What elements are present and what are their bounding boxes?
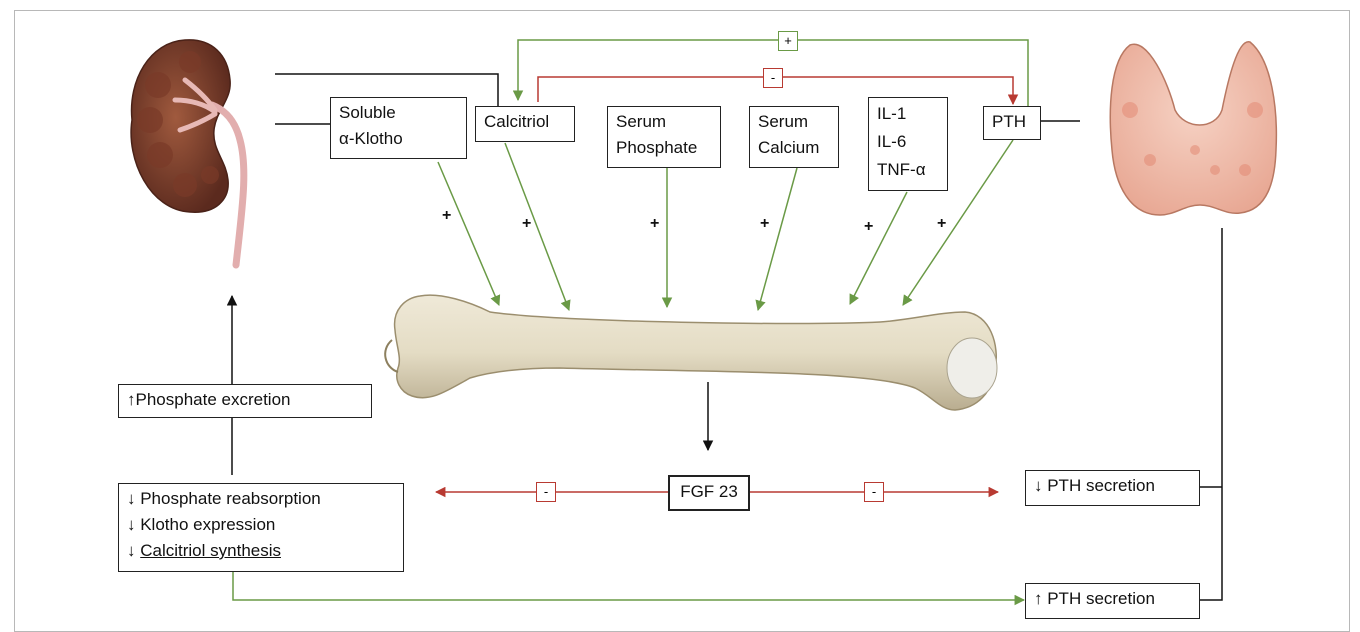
pth-secretion-down-box: ↓ PTH secretion: [1025, 470, 1200, 506]
top-minus-sign: -: [763, 68, 783, 88]
top-plus-sign: +: [778, 31, 798, 51]
box-line: α-Klotho: [339, 126, 458, 152]
fgf23-box: FGF 23: [668, 475, 750, 511]
plus-label: +: [522, 215, 531, 233]
serum-calcium-box: Serum Calcium: [749, 106, 839, 168]
plus-label: +: [760, 215, 769, 233]
fgf-left-minus-sign: -: [536, 482, 556, 502]
pth-secretion-up-box: ↑ PTH secretion: [1025, 583, 1200, 619]
plus-label: +: [864, 218, 873, 236]
kidney-illustration: [131, 40, 244, 265]
calcitriol-box: Calcitriol: [475, 106, 575, 142]
pth-box: PTH: [983, 106, 1041, 140]
down-arrow-text: ↓: [127, 541, 140, 560]
box-line: Serum: [758, 109, 830, 135]
box-line: IL-6: [877, 128, 939, 156]
box-line: Calcium: [758, 135, 830, 161]
kidney-effects-box: ↓ Phosphate reabsorption ↓ Klotho expres…: [118, 483, 404, 572]
parathyroid-illustration: [1110, 42, 1276, 215]
cytokines-box: IL-1 IL-6 TNF-α: [868, 97, 948, 191]
box-line: ↓ Phosphate reabsorption: [127, 486, 395, 512]
box-line: Serum: [616, 109, 712, 135]
box-line: TNF-α: [877, 156, 939, 184]
fgf-right-minus-sign: -: [864, 482, 884, 502]
plus-label: +: [650, 215, 659, 233]
phosphate-excretion-box: ↑Phosphate excretion: [118, 384, 372, 418]
plus-label: +: [937, 215, 946, 233]
plus-label: +: [442, 207, 451, 225]
box-line: IL-1: [877, 100, 939, 128]
serum-phosphate-box: Serum Phosphate: [607, 106, 721, 168]
box-line: Soluble: [339, 100, 458, 126]
box-line: Phosphate: [616, 135, 712, 161]
calcitriol-synthesis-text: Calcitriol synthesis: [140, 541, 281, 560]
bone-illustration: [385, 295, 997, 410]
box-line: ↓ Klotho expression: [127, 512, 395, 538]
soluble-klotho-box: Soluble α-Klotho: [330, 97, 467, 159]
box-line: ↓ Calcitriol synthesis: [127, 538, 395, 564]
